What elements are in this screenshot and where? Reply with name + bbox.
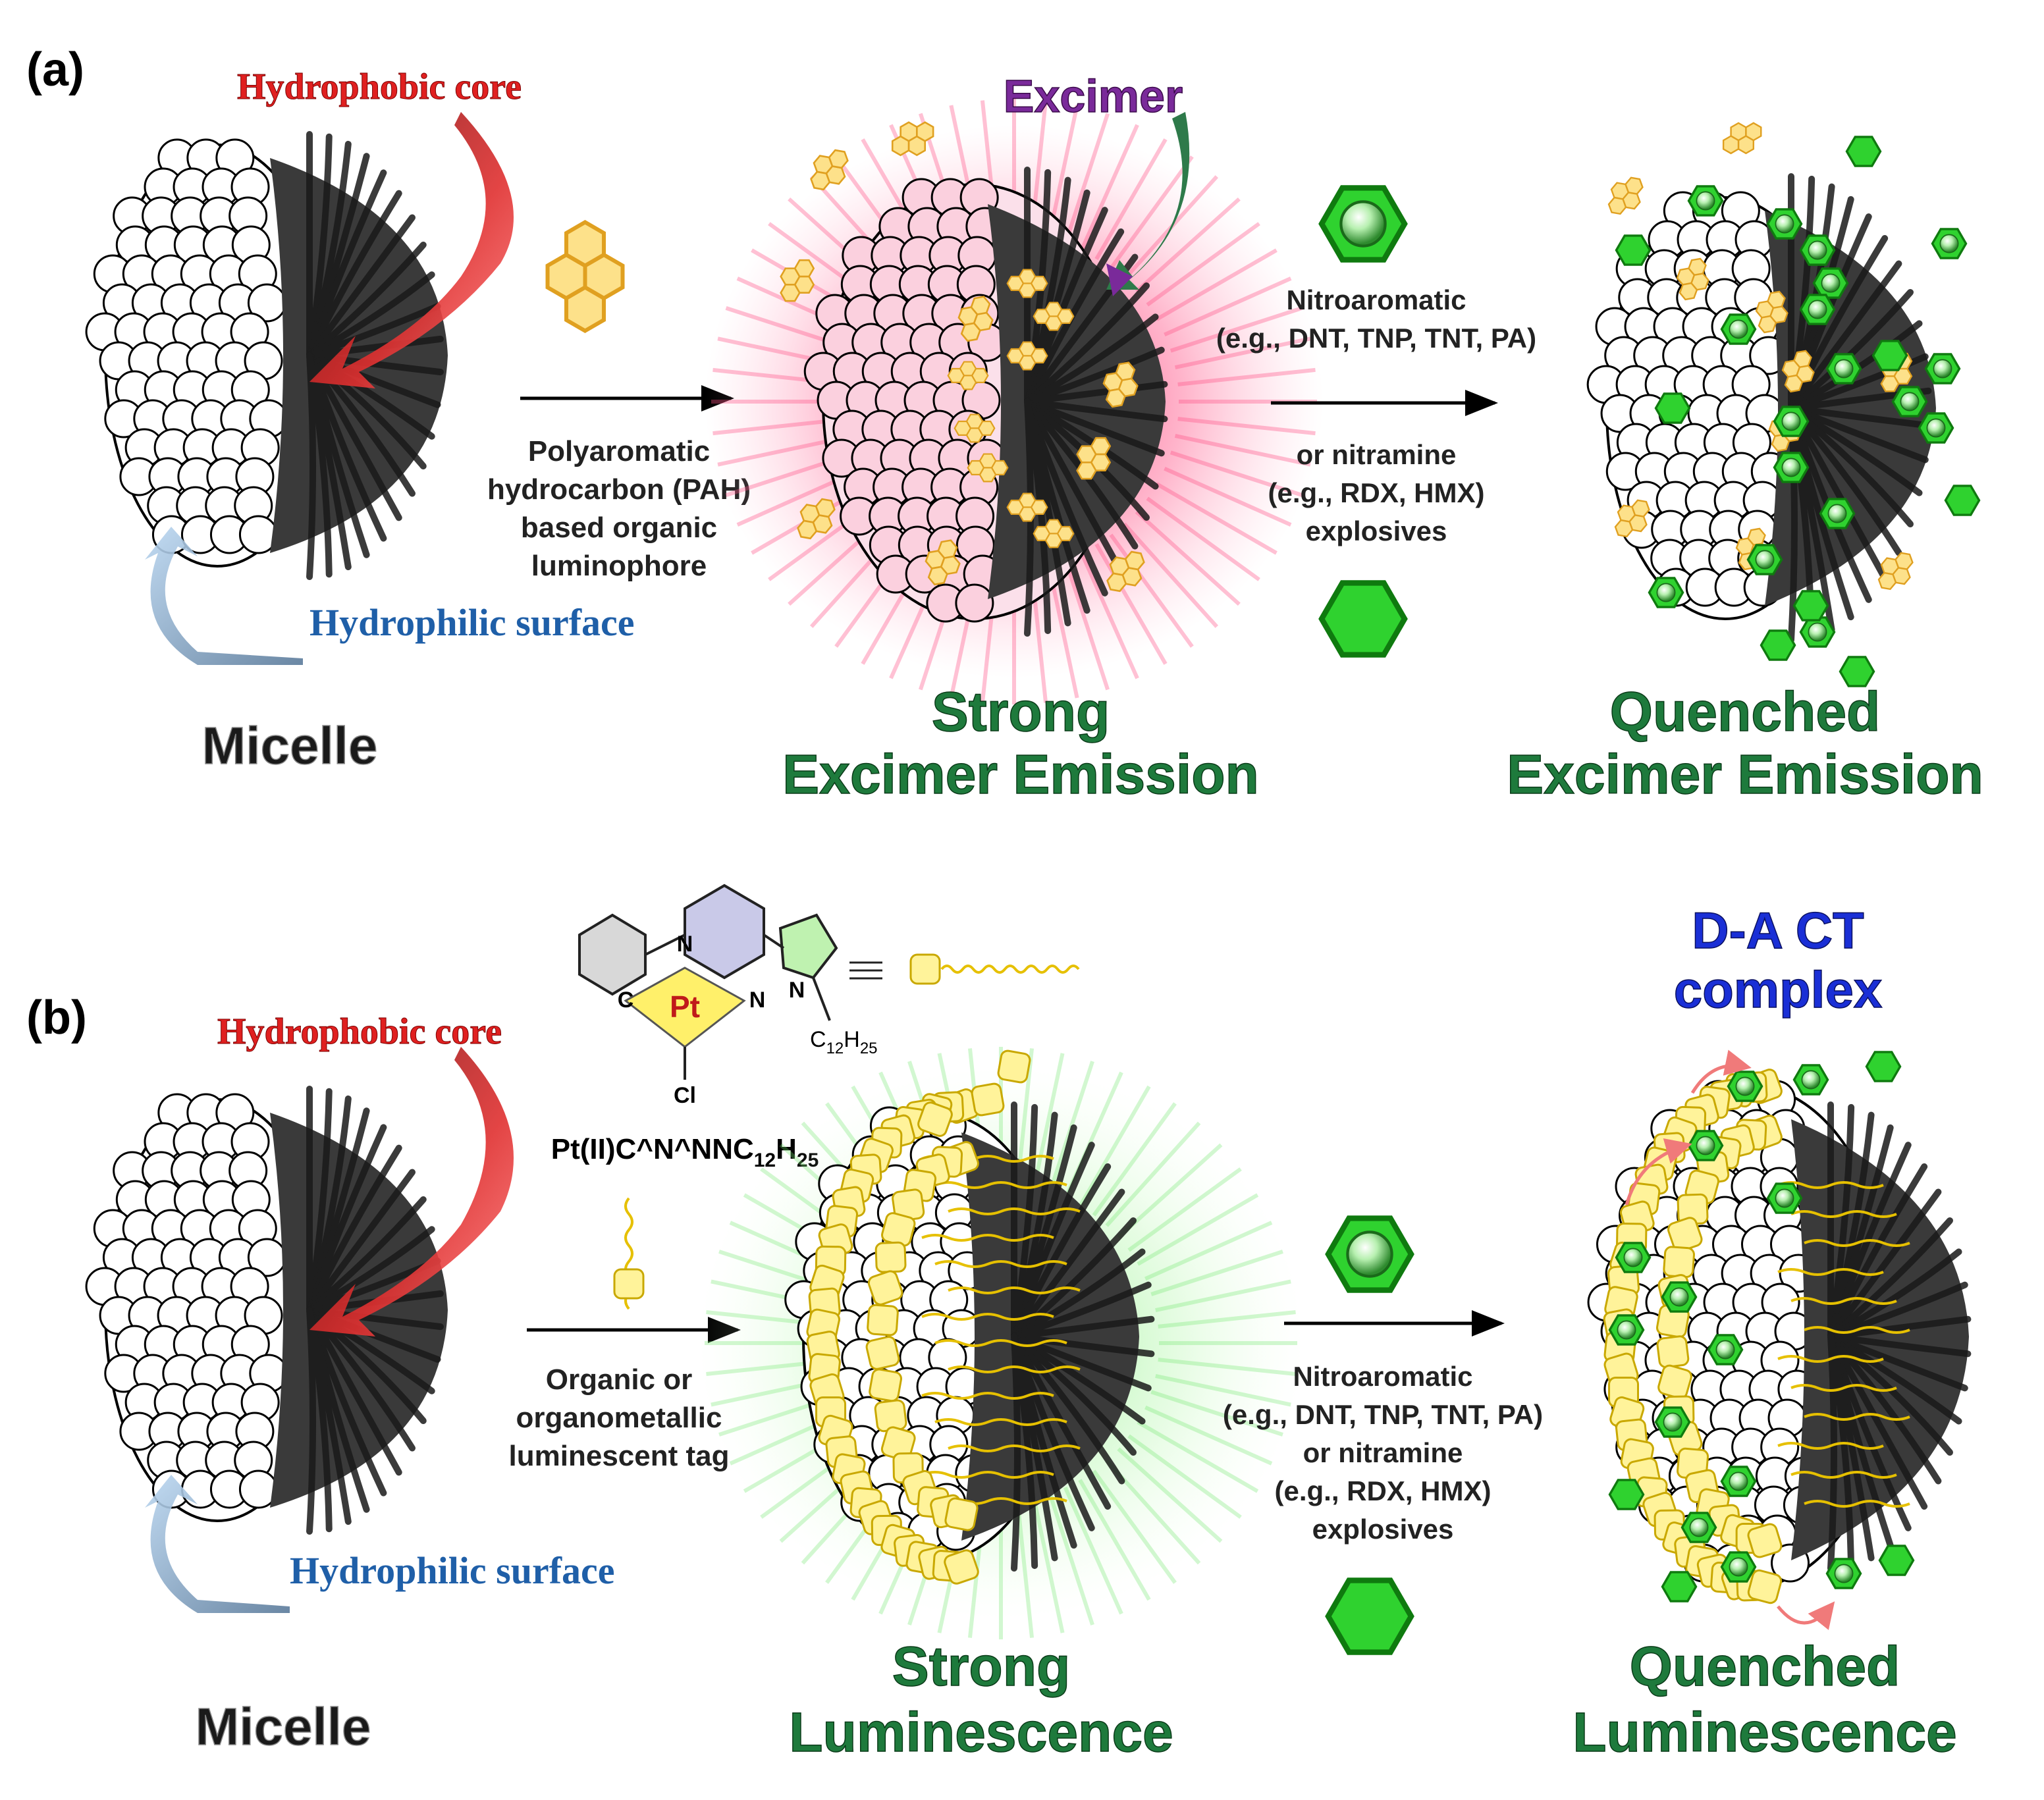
svg-text:hydrocarbon (PAH): hydrocarbon (PAH) [487,473,751,506]
hydrophobic-core-arrow [309,112,514,388]
hydrophobic-core-arrow-b [309,1047,514,1337]
pt-complex-structure: N C N N Pt Cl C12H25 Pt(II)C^N^NNC12H25 [551,884,1080,1310]
explosive-hex-icon-b [1328,1580,1411,1652]
step2-caption-a: Nitroaromatic (e.g., DNT, TNP, TNT, PA) … [1216,284,1536,546]
svg-text:or nitramine: or nitramine [1297,439,1457,470]
panel-b-label: (b) [26,992,87,1044]
result-b2-line1: Quenched [1630,1635,1900,1697]
svg-text:(e.g., RDX, HMX): (e.g., RDX, HMX) [1268,477,1484,508]
svg-text:based organic: based organic [521,512,717,544]
explosive-hex-ball-icon [1322,188,1405,259]
svg-text:(e.g., DNT, TNP, TNT, PA): (e.g., DNT, TNP, TNT, PA) [1216,323,1536,354]
result-a1-line1: Strong [932,681,1110,743]
hydrophilic-surface-label-b: Hydrophilic surface [290,1549,615,1592]
micelle-label: Micelle [202,716,378,775]
hydrophobic-core-label: Hydrophobic core [237,66,522,107]
quenched-micelle-a [1586,113,1981,687]
step1-caption-b: Organic or organometallic luminescent ta… [509,1363,730,1472]
result-b1-line1: Strong [892,1635,1071,1697]
svg-text:luminophore: luminophore [531,550,707,582]
svg-text:Nitroaromatic: Nitroaromatic [1293,1361,1472,1392]
explosive-hex-ball-icon-b [1328,1218,1411,1290]
svg-text:(e.g., DNT, TNP, TNT, PA): (e.g., DNT, TNP, TNT, PA) [1223,1399,1543,1430]
micelle-label-b: Micelle [196,1697,371,1756]
svg-text:N: N [749,988,766,1013]
excimer-micelle [705,99,1324,704]
svg-text:explosives: explosives [1306,516,1447,546]
svg-text:Organic or: Organic or [546,1363,693,1396]
explosive-hex-icon [1322,583,1405,654]
step1-caption-a: Polyaromatic hydrocarbon (PAH) based org… [487,435,751,582]
svg-text:or nitramine: or nitramine [1303,1437,1463,1468]
svg-text:C: C [618,988,634,1013]
svg-text:C12H25: C12H25 [810,1027,878,1057]
luminescent-micelle [698,1047,1304,1639]
micelle-a1 [85,131,448,580]
svg-text:organometallic: organometallic [516,1402,722,1434]
svg-text:Cl: Cl [674,1083,696,1108]
hydrophobic-core-label-b: Hydrophobic core [217,1011,502,1052]
excimer-label: Excimer [1004,70,1183,122]
step2-caption-b: Nitroaromatic (e.g., DNT, TNP, TNT, PA) … [1223,1361,1543,1545]
hydrophilic-surface-arrow [145,527,303,665]
result-b1-line2: Luminescence [789,1701,1173,1763]
svg-text:(e.g., RDX, HMX): (e.g., RDX, HMX) [1274,1475,1491,1506]
svg-text:luminescent tag: luminescent tag [509,1440,730,1472]
result-a2-line1: Quenched [1610,681,1881,743]
svg-text:N: N [789,978,805,1003]
svg-text:N: N [677,932,693,957]
svg-text:Polyaromatic: Polyaromatic [528,435,710,467]
ct-complex-line2: complex [1674,961,1882,1019]
ct-complex-line1: D-A CT [1692,901,1864,959]
svg-text:explosives: explosives [1312,1514,1454,1545]
quenched-micelle-b [1587,1049,1972,1630]
hydrophilic-surface-label: Hydrophilic surface [309,601,635,644]
result-b2-line2: Luminescence [1573,1701,1957,1763]
result-a2-line2: Excimer Emission [1507,743,1983,805]
svg-text:Pt: Pt [670,990,700,1024]
micelle-b1 [85,1086,448,1535]
svg-text:Nitroaromatic: Nitroaromatic [1286,284,1466,315]
pyrene-molecule [548,223,623,331]
result-a1-line2: Excimer Emission [782,743,1259,805]
panel-a-label: (a) [26,43,84,96]
